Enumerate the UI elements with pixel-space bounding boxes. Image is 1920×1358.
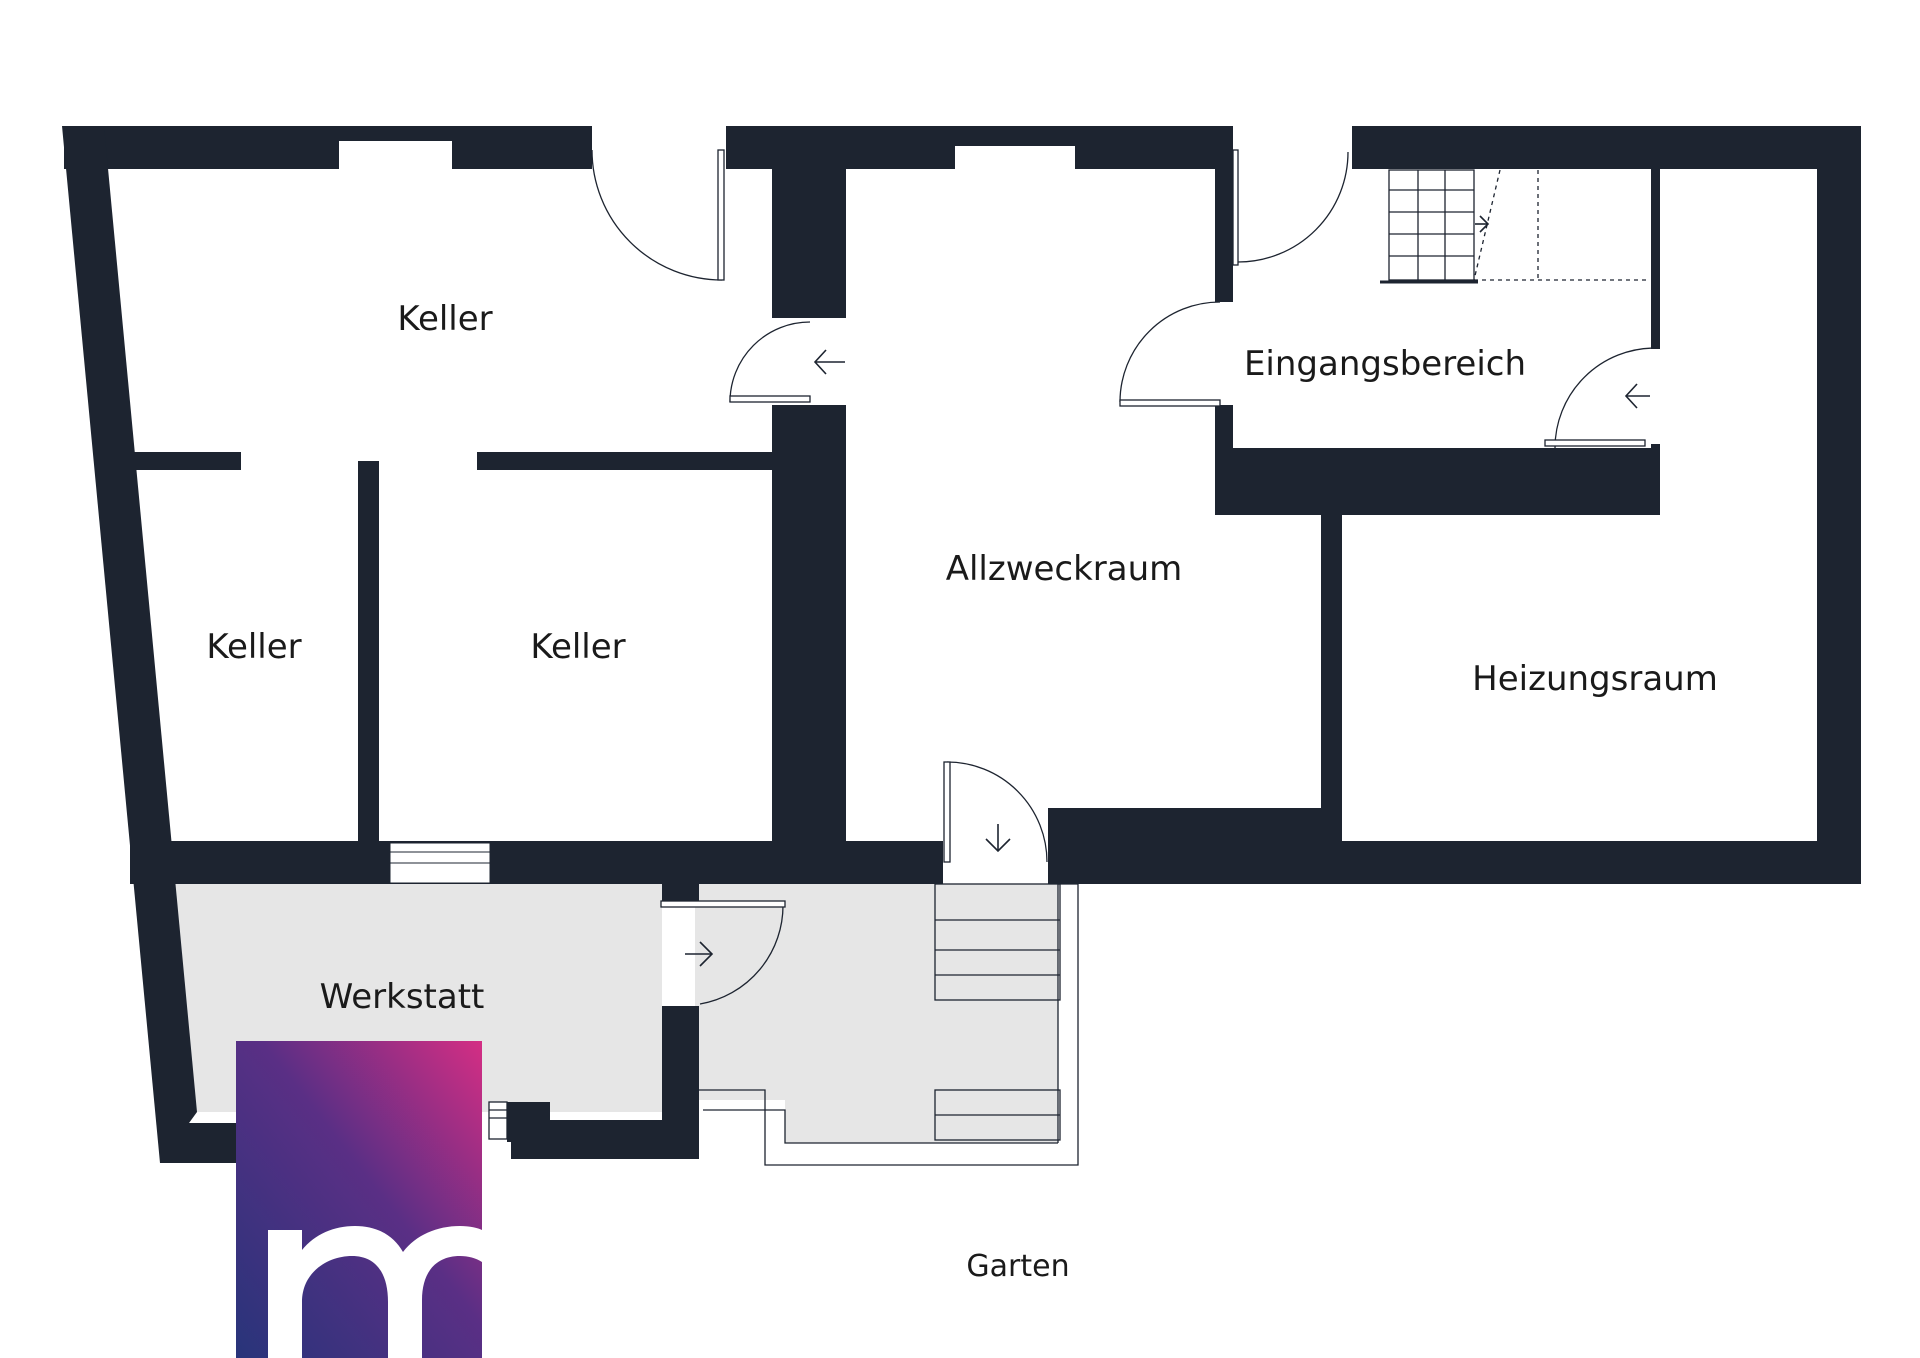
label-keller-left: Keller (206, 627, 301, 667)
wall-left-outer (62, 126, 197, 1163)
wall-keller-inner-left (128, 452, 241, 470)
label-allzweckraum: Allzweckraum (946, 549, 1183, 589)
room-labels: Keller Keller Keller Allzweckraum Eingan… (206, 299, 1717, 1284)
landing-floor (695, 884, 1058, 1143)
wall-bottom-right-step (1048, 808, 1321, 884)
door-keller-allzweck (729, 321, 811, 403)
stairs-lower (934, 883, 1061, 1001)
wall-top-right (1352, 126, 1861, 169)
logo-m-shape (268, 1226, 482, 1358)
wall-eingang-right-lower (1651, 444, 1660, 515)
label-eingangsbereich: Eingangsbereich (1244, 344, 1526, 384)
arrow-left-icon (1624, 383, 1650, 409)
window-keller (339, 141, 452, 169)
door-keller-top (591, 149, 723, 281)
label-keller-mid: Keller (530, 627, 625, 667)
door-allzweck-eingang (1119, 301, 1221, 403)
door-werkstatt (699, 903, 784, 1005)
label-heizungsraum: Heizungsraum (1472, 659, 1718, 699)
wall-keller-allzweck-upper (772, 126, 846, 318)
door-allzweck-bottom (946, 761, 1048, 863)
wall-werkstatt-bottom-left (160, 1123, 240, 1163)
arrow-left-icon (813, 349, 845, 375)
wall-keller-inner-vertical (358, 461, 379, 841)
landing-outline (695, 883, 1079, 1166)
label-garten: Garten (966, 1249, 1069, 1284)
wall-werkstatt-right-upper (662, 884, 699, 904)
stairs-upper (1388, 169, 1475, 281)
walls (62, 126, 1861, 1163)
arrow-down-icon (985, 824, 1011, 853)
wall-right-outer (1817, 126, 1861, 883)
wall-eingang-right (1651, 169, 1660, 349)
wall-keller-allzweck-lower (772, 405, 846, 884)
door-heizung (1554, 347, 1656, 449)
wall-eingang-bottom (1215, 448, 1660, 515)
arrow-right-icon (685, 941, 714, 967)
m-monogram-logo (236, 1041, 482, 1358)
window-allzweck (955, 146, 1075, 169)
wall-allzweck-eingang-upper (1215, 126, 1233, 302)
label-keller-top: Keller (397, 299, 492, 339)
door-arrows (685, 215, 1650, 967)
wall-werkstatt-bottom-stub (507, 1102, 550, 1142)
door-swings (591, 149, 1656, 1005)
wall-heizung-left (1321, 515, 1342, 883)
door-eingang-top (1237, 151, 1349, 263)
label-werkstatt: Werkstatt (320, 977, 485, 1017)
wall-keller-inner-right (477, 452, 772, 470)
stairs (488, 169, 1650, 1166)
arrow-right-icon (1475, 215, 1490, 233)
windows (339, 141, 1075, 884)
wall-top-left (64, 126, 592, 169)
